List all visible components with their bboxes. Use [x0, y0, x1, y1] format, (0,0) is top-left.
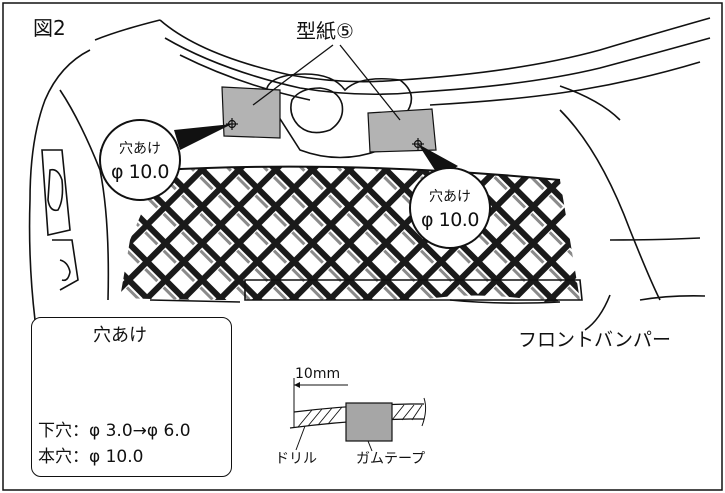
- drill-callout-right: 穴あけ φ 10.0: [409, 167, 491, 249]
- grille-mesh: [120, 165, 580, 302]
- figure-number: 図2: [33, 16, 66, 40]
- template-label: 型紙⑤: [296, 19, 354, 43]
- callout-left-size: φ 10.0: [111, 160, 169, 183]
- template-leader-lines: [252, 44, 401, 121]
- callout-pointer-left: [174, 124, 232, 150]
- template-right: [367, 108, 437, 153]
- callout-right-title: 穴あけ: [429, 188, 471, 205]
- callout-right-size: φ 10.0: [421, 208, 479, 231]
- drill-panel-title: 穴あけ: [93, 325, 147, 346]
- pilot-hole-text: 下穴：φ 3.0→φ 6.0: [38, 421, 191, 441]
- template-left: [221, 86, 281, 139]
- cross-section-detail: [289, 378, 427, 452]
- drill-label: ドリル: [275, 451, 317, 467]
- front-bumper-label: フロントバンパー: [518, 329, 671, 351]
- drill-instruction-panel: [31, 317, 232, 477]
- main-hole-text: 本穴：φ 10.0: [38, 447, 144, 467]
- dimension-label: 10mm: [295, 366, 341, 382]
- tape-label: ガムテープ: [356, 451, 426, 467]
- drill-callout-left: 穴あけ φ 10.0: [99, 119, 181, 201]
- bumper-outline: [28, 17, 711, 331]
- callout-left-title: 穴あけ: [119, 140, 161, 157]
